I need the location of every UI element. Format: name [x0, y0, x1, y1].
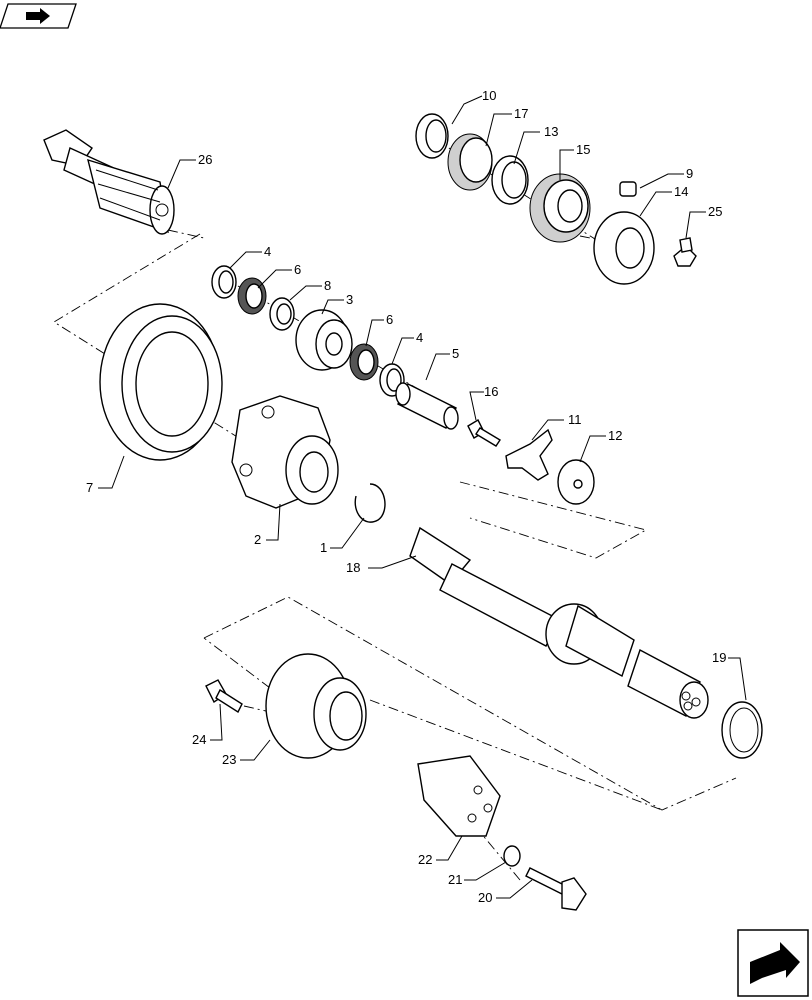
part-6-needle-bearing-left: [237, 277, 267, 315]
part-16-bolt: [467, 419, 501, 447]
part-11-lock-plate: [505, 428, 553, 481]
next-page-arrow-icon[interactable]: [737, 929, 809, 997]
callout-19: 19: [712, 650, 726, 665]
callout-11-label: 11: [568, 412, 582, 427]
callout-22: 22: [418, 852, 432, 867]
callout-21: 21: [448, 872, 462, 887]
part-20-hex-bolt: [525, 867, 587, 911]
callout-1: 1: [320, 540, 327, 555]
part-3-planet-gear: [295, 309, 353, 371]
part-2-planet-carrier: [231, 395, 339, 509]
callout-9: 9: [686, 166, 693, 181]
part-14-thrust-washer: [593, 211, 655, 285]
part-26-splined-gear-shaft: [43, 129, 175, 235]
callout-13: 13: [544, 124, 558, 139]
leader-lines: [98, 95, 747, 899]
callout-4-right: 4: [416, 330, 423, 345]
part-21-washer: [503, 845, 521, 867]
callout-6-left: 6: [294, 262, 301, 277]
part-4-washer-left: [211, 265, 237, 299]
part-23-hub: [265, 653, 367, 759]
part-1-snap-ring: [354, 483, 386, 523]
callout-18: 18: [346, 560, 360, 575]
callout-8-label: 8: [324, 278, 331, 293]
callout-20: 20: [478, 890, 492, 905]
callout-6-right: 6: [386, 312, 393, 327]
part-9-plug: [619, 181, 637, 197]
callout-7-label: 7: [86, 480, 93, 495]
part-7-ring-gear: [99, 303, 223, 461]
part-15-bearing-cone: [529, 173, 591, 243]
callout-14: 14: [674, 184, 688, 199]
book-arrow-icon[interactable]: [0, 3, 77, 29]
callout-2: 2: [254, 532, 261, 547]
callout-24: 24: [192, 732, 206, 747]
part-13-ring: [491, 155, 529, 205]
part-22-coupling: [417, 755, 501, 837]
callout-10: 10: [482, 88, 496, 103]
callout-16: 16: [484, 384, 498, 399]
part-8-spacer: [269, 297, 295, 331]
callout-4-left: 4: [264, 244, 271, 259]
part-24-bolt: [205, 679, 243, 714]
part-6-needle-bearing-right: [349, 343, 379, 381]
callout-15: 15: [576, 142, 590, 157]
part-12-washer: [557, 459, 595, 505]
callout-12: 12: [608, 428, 622, 443]
callout-23: 23: [222, 752, 236, 767]
part-5-planet-pin: [395, 382, 459, 430]
part-17-bearing-cup: [447, 133, 493, 191]
part-18-axle-shaft: [409, 526, 709, 719]
callout-5: 5: [452, 346, 459, 361]
callout-labels: 10 17 13 15 9 14 25 26 4 6 8 8 3 6 4 5 1…: [86, 88, 726, 905]
part-19-retaining-ring: [721, 701, 763, 759]
callout-3: 3: [346, 292, 353, 307]
part-25-grease-fitting: [673, 237, 697, 267]
part-10-seal: [415, 113, 449, 159]
callout-25: 25: [708, 204, 722, 219]
callout-26: 26: [198, 152, 212, 167]
callout-17: 17: [514, 106, 528, 121]
